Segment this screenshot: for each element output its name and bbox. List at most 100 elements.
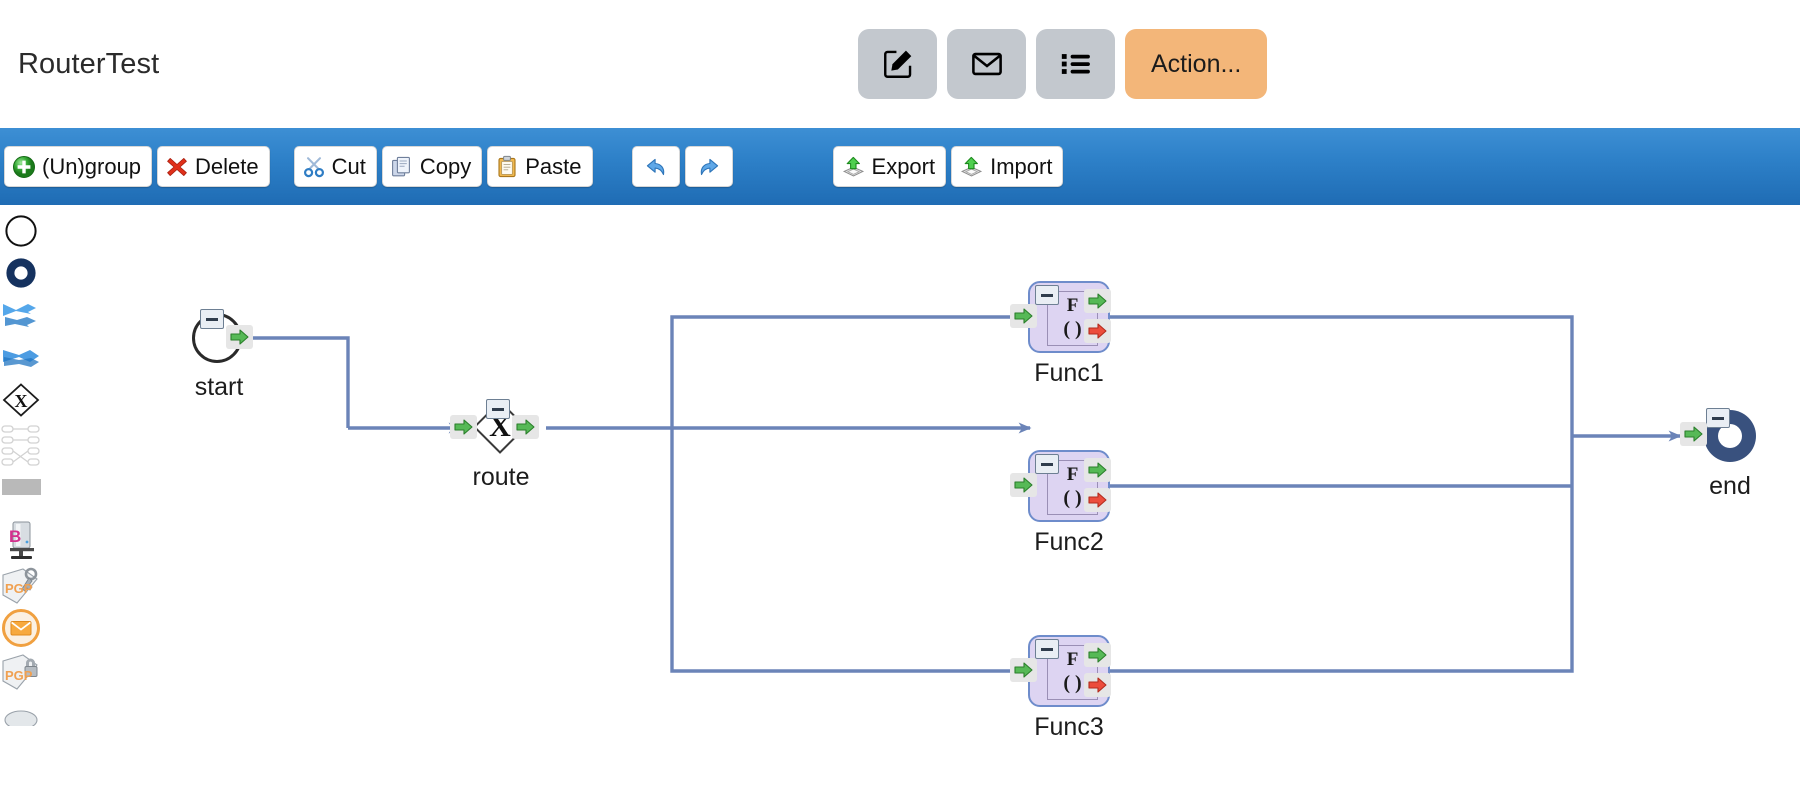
svg-text:PGP: PGP: [5, 668, 33, 683]
function-inner-frame: F ( ): [1047, 460, 1098, 515]
function-letter: F: [1066, 464, 1079, 485]
error-port-func3[interactable]: [1084, 673, 1111, 697]
ungroup-button-label: (Un)group: [42, 153, 142, 179]
import-button[interactable]: Import: [951, 146, 1064, 187]
server-b-icon: B: [1, 520, 41, 569]
palette-router[interactable]: X: [0, 382, 42, 421]
svg-text:PGP: PGP: [5, 581, 33, 596]
paste-button-label: Paste: [525, 153, 582, 179]
orange-mail-circle-icon: [1, 608, 41, 653]
copy-button-label: Copy: [419, 153, 472, 179]
export-button-label: Export: [871, 153, 936, 179]
redo-button[interactable]: [684, 146, 733, 187]
router-gateway-diamond: X: [473, 400, 527, 454]
edit-button[interactable]: [858, 29, 937, 99]
header-action-bar: Action...: [858, 29, 1268, 99]
node-func1[interactable]: F ( ) Func1: [1008, 281, 1130, 393]
node-label-func2: Func2: [1034, 528, 1104, 556]
scissors-icon: [302, 155, 326, 179]
function-parens: ( ): [1063, 672, 1082, 694]
palette-divider: [2, 479, 41, 495]
list-bullets-icon: [1059, 47, 1093, 81]
toolbar-group-clipboard: Cut Copy Paste: [293, 146, 593, 187]
error-port-func2[interactable]: [1084, 488, 1111, 512]
green-plus-icon: [12, 155, 36, 179]
import-green-arrow-icon: [959, 155, 984, 179]
output-port-func1[interactable]: [1084, 289, 1111, 313]
diagram-connectors: [238, 311, 1682, 677]
node-route[interactable]: X route: [436, 399, 566, 507]
palette-mapping[interactable]: [0, 424, 42, 472]
undo-button[interactable]: [631, 146, 680, 187]
delete-button[interactable]: Delete: [157, 146, 270, 187]
node-label-route: route: [472, 463, 530, 491]
blue-join-arrows-icon: [2, 299, 40, 334]
output-port-start[interactable]: [226, 325, 253, 349]
output-port-route[interactable]: [512, 415, 539, 439]
palette-extra[interactable]: [0, 696, 42, 731]
export-button[interactable]: Export: [832, 146, 947, 187]
toolbar-group-edit: (Un)group Delete: [4, 146, 270, 187]
palette-start-event[interactable]: [0, 214, 42, 251]
mapping-grid-icon: [1, 423, 41, 474]
palette-pgp-lock[interactable]: PGP: [0, 653, 42, 695]
collapse-badge-func1[interactable]: [1035, 285, 1059, 305]
mail-button[interactable]: [947, 29, 1026, 99]
editor-toolbar: (Un)group Delete Cut: [0, 128, 1800, 205]
redo-arrow-icon: [696, 155, 722, 179]
page-title: RouterTest: [18, 48, 160, 80]
cut-button-label: Cut: [331, 153, 366, 179]
edge-route-func3: [670, 428, 1032, 677]
blue-split-arrow-icon: [2, 343, 40, 376]
palette-join[interactable]: [0, 298, 42, 334]
copy-button[interactable]: Copy: [381, 146, 483, 187]
input-port-func2[interactable]: [1010, 473, 1037, 497]
output-port-func2[interactable]: [1084, 458, 1111, 482]
palette-pgp-key[interactable]: PGP: [0, 565, 42, 607]
process-diagram[interactable]: start X route F ( ): [42, 205, 1800, 804]
palette-mail[interactable]: [0, 608, 42, 653]
list-button[interactable]: [1036, 29, 1115, 99]
svg-text:B: B: [9, 527, 21, 546]
export-green-arrow-icon: [841, 155, 866, 179]
paste-button[interactable]: Paste: [487, 146, 593, 187]
node-end[interactable]: end: [1674, 408, 1782, 510]
action-button[interactable]: Action...: [1125, 29, 1268, 99]
output-port-func3[interactable]: [1084, 643, 1111, 667]
editor-canvas-area: X: [0, 205, 1800, 804]
clipboard-icon: [495, 155, 519, 179]
palette-database[interactable]: B: [0, 521, 42, 565]
function-letter: F: [1066, 649, 1079, 670]
cut-button[interactable]: Cut: [293, 146, 377, 187]
node-label-func3: Func3: [1034, 713, 1104, 741]
palette-split[interactable]: [0, 341, 42, 377]
input-port-func1[interactable]: [1010, 304, 1037, 328]
palette-end-event[interactable]: [0, 257, 42, 293]
node-label-end: end: [1709, 472, 1751, 500]
input-port-route[interactable]: [450, 415, 477, 439]
toolbar-group-transfer: Export Import: [832, 146, 1064, 187]
input-port-end[interactable]: [1680, 422, 1707, 446]
node-func2[interactable]: F ( ) Func2: [1008, 450, 1130, 562]
collapse-badge-func2[interactable]: [1035, 454, 1059, 474]
ungroup-button[interactable]: (Un)group: [4, 146, 153, 187]
error-port-func1[interactable]: [1084, 319, 1111, 343]
edit-pencil-square-icon: [881, 47, 915, 81]
end-event-donut: [1704, 410, 1756, 462]
toolbar-group-history: [631, 146, 733, 187]
undo-arrow-icon: [643, 155, 669, 179]
collapse-badge-start[interactable]: [200, 309, 224, 329]
function-letter: F: [1066, 295, 1079, 316]
node-label-start: start: [194, 373, 244, 401]
red-x-icon: [165, 155, 189, 179]
collapse-badge-end[interactable]: [1706, 408, 1730, 428]
collapse-badge-func3[interactable]: [1035, 639, 1059, 659]
partial-icon: [1, 696, 41, 731]
app-header: RouterTest: [0, 0, 1800, 128]
function-inner-frame: F ( ): [1047, 291, 1098, 346]
node-start[interactable]: start: [168, 309, 270, 413]
pgp-lock-icon: PGP: [1, 651, 41, 698]
node-func3[interactable]: F ( ) Func3: [1008, 635, 1130, 747]
input-port-func3[interactable]: [1010, 658, 1037, 682]
collapse-badge-route[interactable]: [486, 399, 510, 419]
